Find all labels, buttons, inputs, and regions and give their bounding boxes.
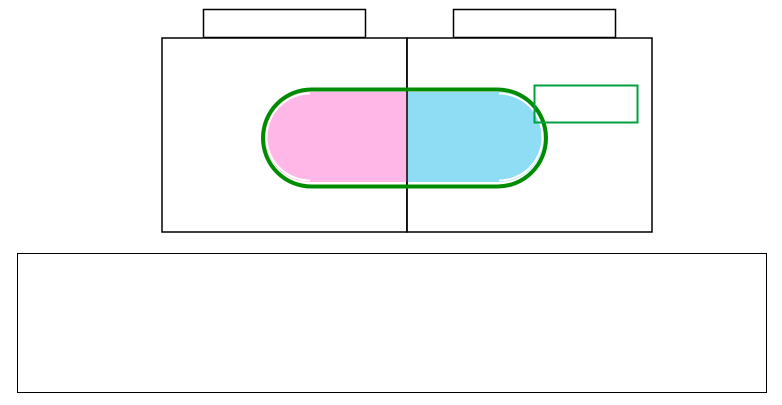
right-panel-tab bbox=[452, 8, 617, 39]
capsule-right-half bbox=[407, 92, 544, 182]
callout-box bbox=[533, 84, 639, 124]
diagram-canvas bbox=[161, 8, 653, 233]
answer-box[interactable] bbox=[17, 253, 767, 393]
capsule-outline bbox=[261, 87, 548, 189]
left-panel-tab bbox=[202, 8, 367, 39]
capsule-left-half bbox=[265, 92, 407, 182]
capsule-highlight bbox=[265, 92, 544, 182]
